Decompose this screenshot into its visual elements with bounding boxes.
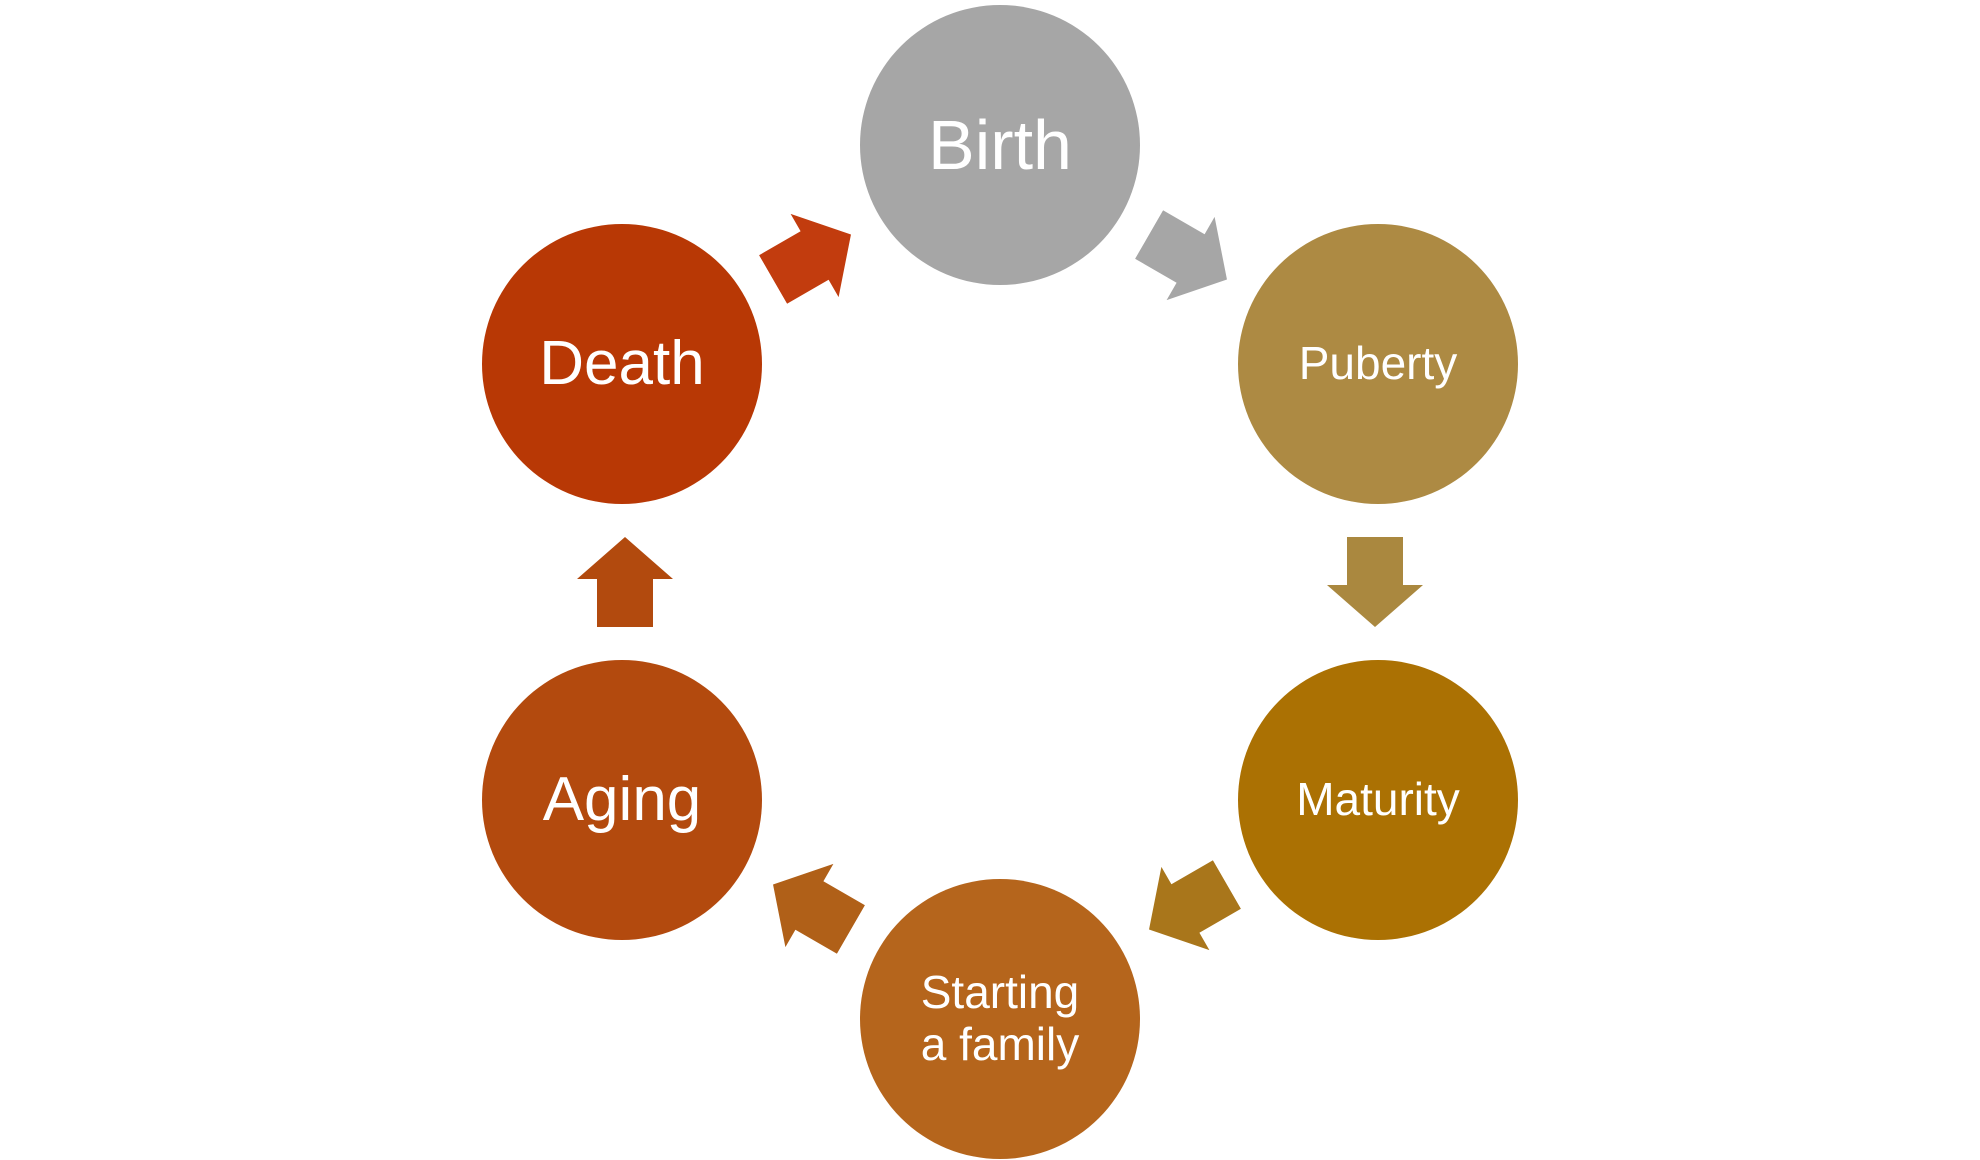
arrow-starting-a-family-to-aging-icon xyxy=(773,863,865,954)
cycle-node-maturity: Maturity xyxy=(1238,660,1518,940)
cycle-node-birth-label: Birth xyxy=(928,105,1072,184)
cycle-node-puberty: Puberty xyxy=(1238,224,1518,504)
arrow-aging-to-death-icon xyxy=(577,537,673,627)
cycle-node-birth: Birth xyxy=(860,5,1140,285)
cycle-node-starting-a-family-label: Starting a family xyxy=(920,966,1080,1070)
arrow-puberty-to-maturity-icon xyxy=(1327,537,1423,627)
cycle-node-aging-label: Aging xyxy=(542,765,702,835)
cycle-node-starting-a-family: Starting a family xyxy=(860,879,1140,1159)
arrow-death-to-birth-icon xyxy=(759,213,851,304)
cycle-node-puberty-label: Puberty xyxy=(1298,337,1458,390)
arrow-birth-to-puberty-icon xyxy=(1135,210,1227,301)
cycle-node-death-label: Death xyxy=(539,329,705,399)
cycle-node-death: Death xyxy=(482,224,762,504)
arrow-maturity-to-starting-a-family-icon xyxy=(1149,860,1241,951)
cycle-node-aging: Aging xyxy=(482,660,762,940)
cycle-node-maturity-label: Maturity xyxy=(1296,773,1460,826)
